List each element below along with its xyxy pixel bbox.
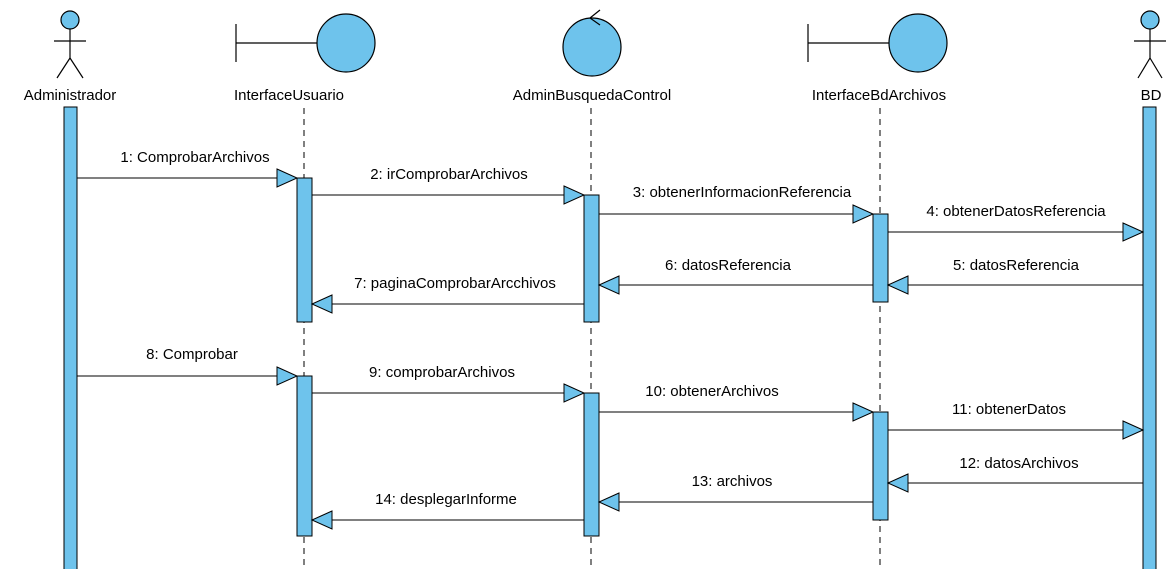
message-label: 7: paginaComprobarArcchivos xyxy=(354,275,556,292)
arrowhead-icon xyxy=(276,168,299,188)
participant-interface-usuario[interactable]: InterfaceUsuario xyxy=(234,13,376,104)
activation-admin-busqueda-control[interactable] xyxy=(583,194,600,323)
message-label: 6: datosReferencia xyxy=(665,257,792,274)
message-3[interactable]: 3: obtenerInformacionReferencia xyxy=(599,184,875,224)
message-label: 13: archivos xyxy=(692,473,773,490)
participant-label: Administrador xyxy=(24,87,117,104)
boundary-icon xyxy=(235,13,376,73)
participant-label: InterfaceBdArchivos xyxy=(812,87,946,104)
message-11[interactable]: 11: obtenerDatos xyxy=(888,401,1145,440)
message-1[interactable]: 1: ComprobarArchivos xyxy=(77,149,299,188)
message-label: 2: irComprobarArchivos xyxy=(370,166,528,183)
message-5[interactable]: 5: datosReferencia xyxy=(886,257,1143,295)
message-4[interactable]: 4: obtenerDatosReferencia xyxy=(888,203,1145,242)
actor-icon xyxy=(1134,10,1166,79)
activation-interface-usuario[interactable] xyxy=(296,177,313,323)
participant-administrador[interactable]: Administrador xyxy=(24,10,117,104)
arrowhead-icon xyxy=(597,275,620,295)
activation-bd[interactable] xyxy=(1142,106,1157,569)
boundary-icon xyxy=(807,13,948,73)
message-label: 12: datosArchivos xyxy=(959,455,1078,472)
activation-interface-bd-archivos[interactable] xyxy=(872,213,889,303)
message-9[interactable]: 9: comprobarArchivos xyxy=(312,364,586,403)
message-label: 8: Comprobar xyxy=(146,346,238,363)
message-label: 14: desplegarInforme xyxy=(375,491,517,508)
arrowhead-icon xyxy=(563,383,586,403)
message-2[interactable]: 2: irComprobarArchivos xyxy=(312,166,586,205)
arrowhead-icon xyxy=(852,204,875,224)
arrowhead-icon xyxy=(563,185,586,205)
arrowhead-icon xyxy=(886,275,909,295)
participant-label: BD xyxy=(1141,87,1162,104)
arrowhead-icon xyxy=(886,473,909,493)
activation-administrador[interactable] xyxy=(63,106,78,569)
message-label: 1: ComprobarArchivos xyxy=(120,149,269,166)
participant-label: AdminBusquedaControl xyxy=(513,87,671,104)
message-label: 11: obtenerDatos xyxy=(952,401,1066,418)
message-14[interactable]: 14: desplegarInforme xyxy=(310,491,584,530)
activation-interface-bd-archivos[interactable] xyxy=(872,411,889,521)
actor-icon xyxy=(54,10,86,79)
arrowhead-icon xyxy=(310,510,333,530)
participant-interface-bd-archivos[interactable]: InterfaceBdArchivos xyxy=(807,13,948,104)
participant-bd[interactable]: BD xyxy=(1134,10,1166,104)
message-label: 9: comprobarArchivos xyxy=(369,364,515,381)
message-13[interactable]: 13: archivos xyxy=(597,473,873,512)
arrowhead-icon xyxy=(597,492,620,512)
message-8[interactable]: 8: Comprobar xyxy=(77,346,299,386)
activation-admin-busqueda-control[interactable] xyxy=(583,392,600,537)
message-label: 5: datosReferencia xyxy=(953,257,1080,274)
message-label: 3: obtenerInformacionReferencia xyxy=(633,184,852,201)
control-icon xyxy=(562,9,622,77)
message-12[interactable]: 12: datosArchivos xyxy=(886,455,1143,493)
arrowhead-icon xyxy=(310,294,333,314)
message-label: 4: obtenerDatosReferencia xyxy=(926,203,1106,220)
participant-label: InterfaceUsuario xyxy=(234,87,344,104)
message-10[interactable]: 10: obtenerArchivos xyxy=(599,383,875,422)
message-7[interactable]: 7: paginaComprobarArcchivos xyxy=(310,275,584,314)
arrowhead-icon xyxy=(1122,420,1145,440)
arrowhead-icon xyxy=(852,402,875,422)
activation-interface-usuario[interactable] xyxy=(296,375,313,537)
message-6[interactable]: 6: datosReferencia xyxy=(597,257,873,295)
message-label: 10: obtenerArchivos xyxy=(645,383,778,400)
arrowhead-icon xyxy=(1122,222,1145,242)
arrowhead-icon xyxy=(276,366,299,386)
participant-admin-busqueda-control[interactable]: AdminBusquedaControl xyxy=(513,9,671,104)
